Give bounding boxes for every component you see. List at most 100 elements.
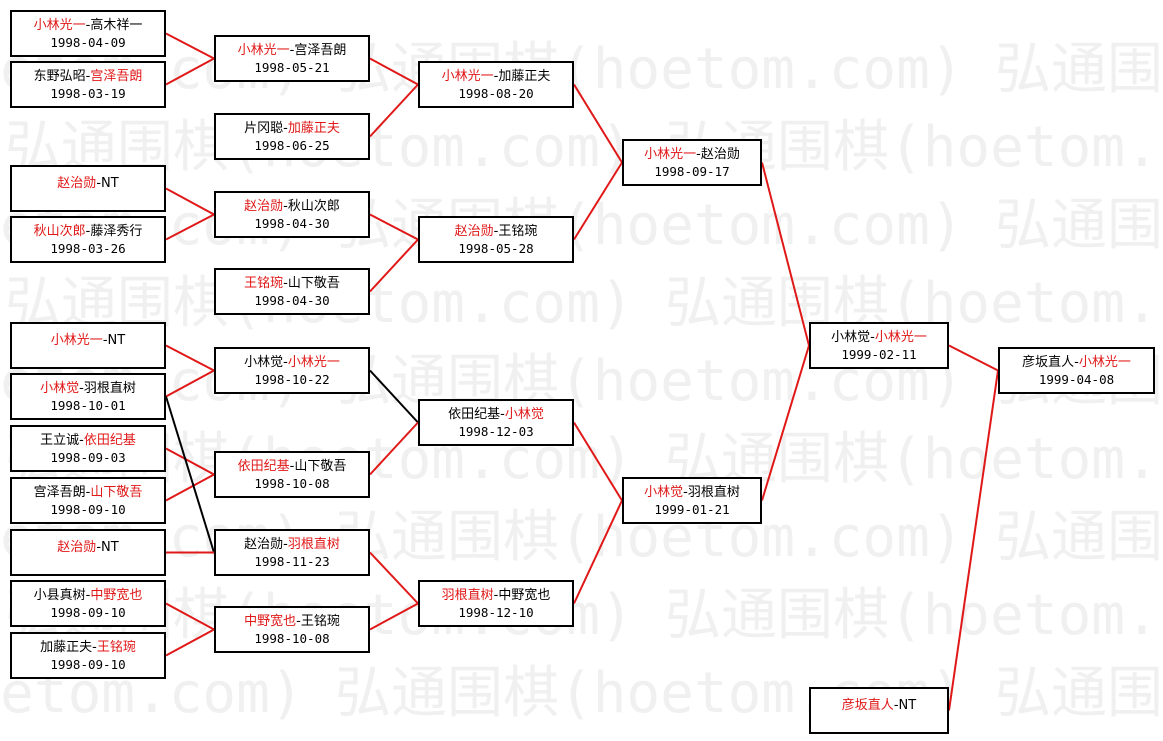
player-right: 王铭琬 [498,223,538,239]
player-separator: - [283,275,288,291]
match-players: 赵治勋-秋山次郎 [244,198,340,215]
player-separator: - [85,484,91,500]
match-date: 1998-03-26 [50,240,126,256]
player-left: 小林光一 [33,17,86,33]
connector-line [165,344,215,372]
match-date: 1998-10-22 [254,371,330,387]
match-date: 1998-12-03 [458,423,534,439]
match-players: 小林觉-小林光一 [831,329,927,346]
connector-line [369,238,419,293]
player-left: 小林觉 [40,380,80,396]
player-left: 小林觉 [831,329,871,345]
match-date: 1998-11-23 [254,553,330,569]
player-right: 加藤正夫 [287,120,340,136]
player-separator: - [283,198,288,214]
match-date: 1999-01-21 [654,501,730,517]
player-separator: - [283,354,288,370]
player-right: 加藤正夫 [498,68,551,84]
match-players: 小林光一-赵治勋 [644,146,740,163]
player-left: 赵治勋 [244,198,284,214]
player-left: 依田纪基 [448,406,501,422]
player-left: 小林光一 [50,333,103,348]
connector-line [165,602,215,631]
match-players: 王铭琬-山下敬吾 [244,275,340,292]
connector-line [761,345,810,501]
player-right: NT [898,698,917,713]
player-right: 王铭琬 [96,639,136,655]
match-date: 1999-04-08 [1038,371,1115,387]
match-date: 1998-04-09 [50,34,126,50]
match-players: 秋山次郎-藤泽秀行 [34,223,143,240]
match-date: 1998-09-03 [50,449,126,465]
match-players: 王立诚-依田纪基 [40,432,136,449]
connector-line [165,369,215,398]
connector-line [369,369,419,424]
match-players: 赵治勋-NT [57,175,118,192]
match-date: 1998-05-21 [254,59,330,75]
connector-line [369,551,419,605]
match-players: 小林光一-宫泽吾朗 [238,42,347,59]
watermark-text: 弘通围棋(hoetom.com) [995,661,1163,726]
match-date: 1998-05-28 [458,240,534,256]
player-left: 彦坂直人 [1022,354,1075,370]
player-right: 赵治勋 [700,146,740,162]
match-date: 1998-10-08 [254,475,330,491]
player-separator: - [283,120,288,136]
player-right: 山下敬吾 [287,275,340,291]
match-date: 1998-08-20 [458,85,534,101]
player-right: 中野宽也 [498,587,551,603]
player-separator: - [102,333,108,348]
player-left: 依田纪基 [237,458,290,474]
match-box-r1-11: 赵治勋-NT [10,529,166,576]
match-players: 赵治勋-王铭琬 [455,223,538,240]
match-players: 东野弘昭-宫泽吾朗 [34,68,143,85]
player-separator: - [296,613,301,629]
match-players: 小县真树-中野宽也 [34,587,143,604]
player-right: 宫泽吾朗 [294,42,347,58]
player-right: 小林光一 [1078,354,1131,370]
player-separator: - [1074,354,1079,370]
connector-line [165,396,215,553]
player-left: 王铭琬 [244,275,284,291]
player-separator: - [79,380,84,396]
player-separator: - [283,536,288,552]
player-right: 中野宽也 [90,587,143,603]
connector-line [165,32,215,60]
player-separator: - [893,698,899,713]
player-right: 小林觉 [504,406,544,422]
connector-line [369,83,419,138]
player-separator: - [493,68,499,84]
player-left: 小县真树 [33,587,86,603]
player-right: 羽根直树 [687,484,740,500]
match-date: 1998-10-08 [254,630,330,646]
connector-line [761,162,810,346]
player-right: 王铭琬 [300,613,340,629]
player-separator: - [493,587,499,603]
player-right: NT [101,176,119,191]
player-left: 宫泽吾朗 [33,484,86,500]
match-players: 小林觉-小林光一 [244,354,340,371]
watermark-text: 弘通围棋(hoetom.com) [995,37,1163,102]
match-players: 片冈聪-加藤正夫 [244,120,340,137]
player-left: 小林光一 [237,42,290,58]
match-date: 1998-03-19 [50,85,126,101]
match-date: 1999-02-11 [841,346,917,362]
connector-line [573,161,623,241]
match-players: 赵治勋-羽根直树 [244,536,340,553]
player-right: 秋山次郎 [287,198,340,214]
